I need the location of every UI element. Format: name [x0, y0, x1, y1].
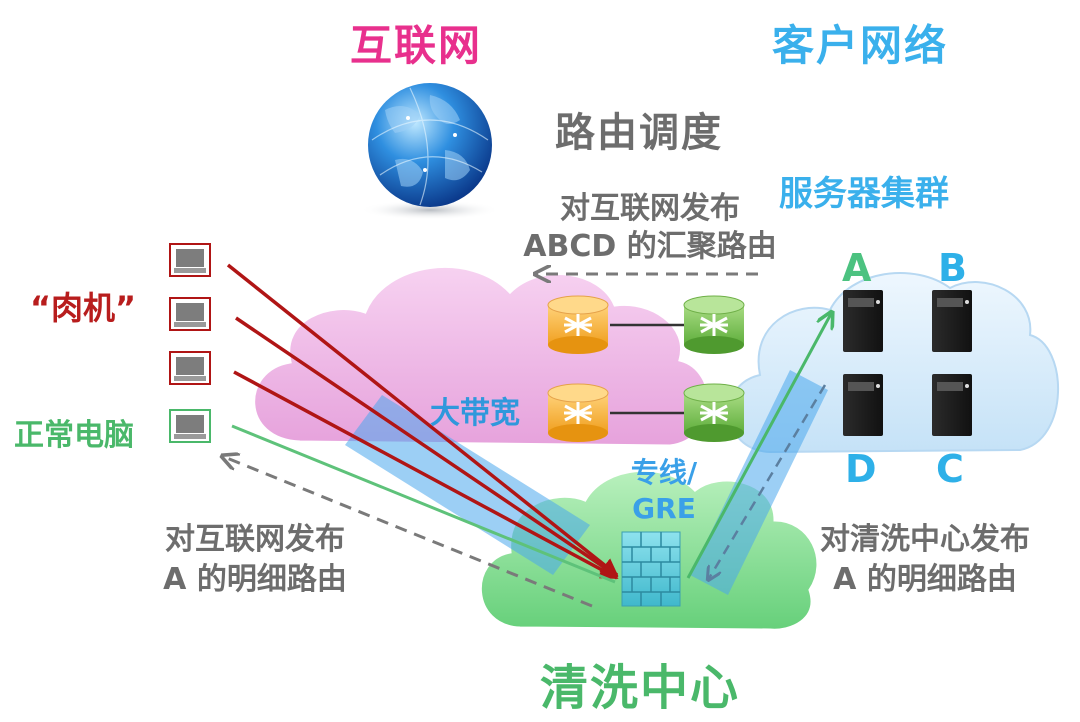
publish-specific-center-line1: 对清洗中心发布	[820, 522, 1030, 557]
attack-line	[233, 370, 619, 580]
dedicated-line-label: 专线/ GRE	[614, 455, 714, 527]
server-label-a: A	[842, 246, 872, 290]
publish-aggregate-label: 对互联网发布 ABCD 的汇聚路由	[500, 190, 800, 266]
router-icon	[683, 295, 745, 354]
zombies-label: “肉机”	[30, 289, 137, 327]
dedicated-line-band	[690, 370, 828, 595]
normal-pc-label: 正常电脑	[14, 418, 134, 453]
firewall-icon	[621, 531, 681, 607]
customer-network-title: 客户网络	[772, 21, 949, 70]
laptop-icon	[169, 243, 211, 277]
normal-traffic-line	[231, 424, 616, 584]
globe-icon	[368, 83, 492, 207]
scrubbing-center-title: 清洗中心	[540, 660, 741, 716]
server-label-c: C	[936, 447, 964, 491]
publish-specific-center-label: 对清洗中心发布 A 的明细路由	[790, 520, 1060, 600]
publish-specific-arrow	[222, 456, 593, 608]
publish-specific-internet-label: 对互联网发布 A 的明细路由	[130, 520, 380, 600]
publish-specific-center-line2: A 的明细路由	[833, 562, 1017, 597]
bandwidth-label: 大带宽	[430, 396, 520, 431]
laptop-icon	[169, 351, 211, 385]
internet-title: 互联网	[350, 21, 483, 70]
server-label-d: D	[845, 447, 877, 491]
routing-title: 路由调度	[555, 110, 723, 156]
publish-to-center-arrow	[708, 384, 827, 580]
server-icon	[843, 290, 883, 352]
dedicated-line-line2: GRE	[632, 492, 696, 525]
publish-aggregate-line1: 对互联网发布	[560, 191, 740, 226]
router-icon	[683, 383, 745, 442]
attack-line	[235, 316, 619, 578]
attack-line	[226, 263, 619, 577]
globe-shadow	[360, 200, 500, 220]
dedicated-line-line1: 专线/	[630, 456, 698, 489]
server-label-b: B	[938, 246, 967, 290]
router-icon	[547, 295, 609, 354]
server-cluster-label: 服务器集群	[779, 174, 949, 214]
laptop-icon	[169, 409, 211, 443]
router-icon	[547, 383, 609, 442]
clean-traffic-arrow	[686, 312, 832, 579]
server-icon	[932, 290, 972, 352]
publish-specific-internet-line1: 对互联网发布	[165, 522, 345, 557]
laptop-icon	[169, 297, 211, 331]
publish-specific-internet-line2: A 的明细路由	[163, 562, 347, 597]
server-icon	[932, 374, 972, 436]
server-icon	[843, 374, 883, 436]
publish-aggregate-line2: ABCD 的汇聚路由	[523, 229, 777, 264]
